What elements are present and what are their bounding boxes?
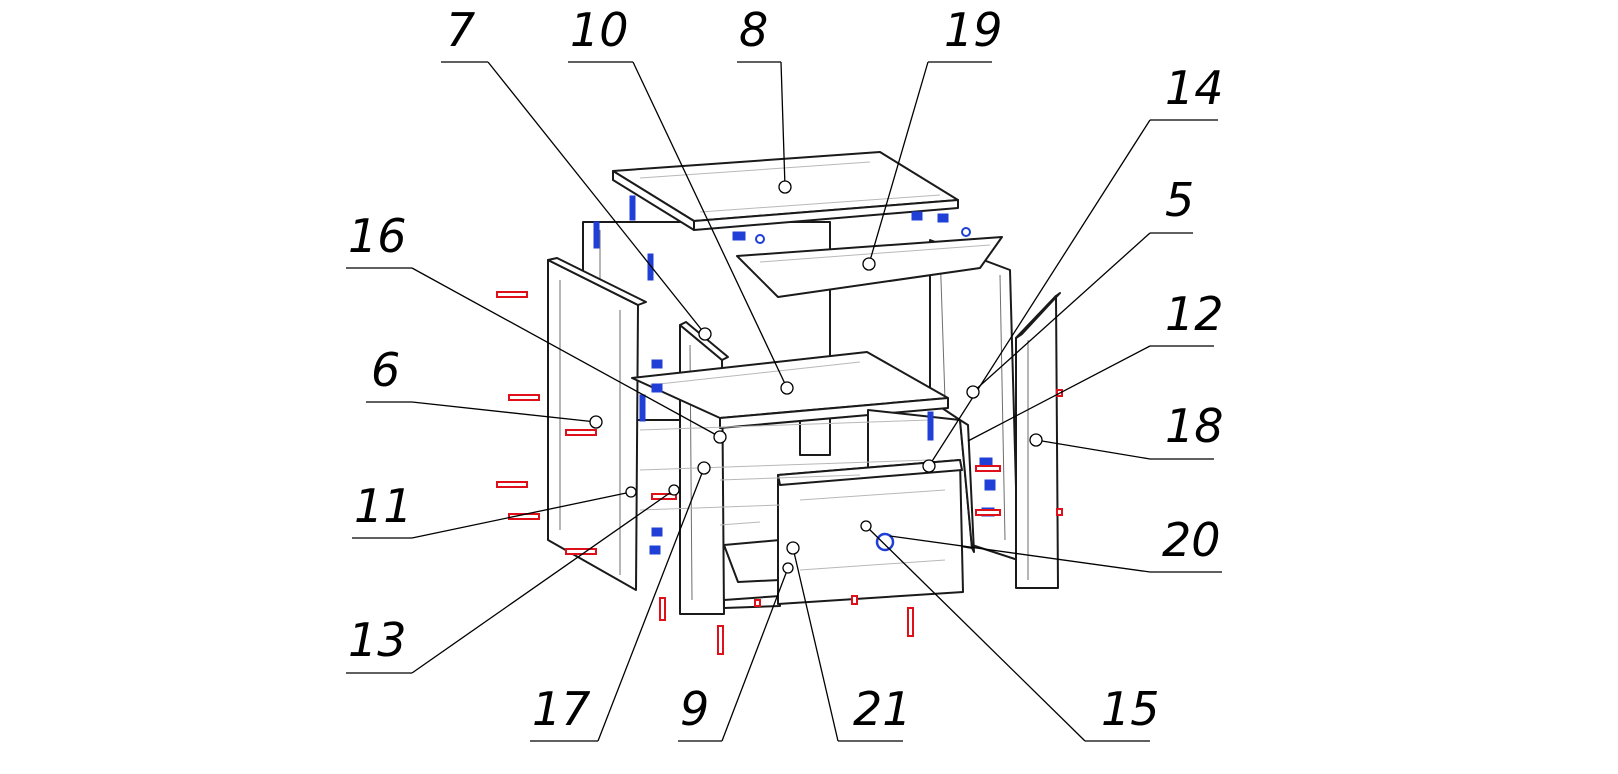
callout-17: 17 [530, 461, 711, 742]
svg-text:6: 6 [371, 343, 400, 397]
callouts: 7 10 8 19 14 [346, 3, 1224, 742]
callout-18: 18 [1029, 399, 1224, 460]
cam-lock-icon [647, 253, 654, 281]
dowel-icon [496, 481, 528, 488]
callout-9: 9 [678, 562, 794, 742]
svg-text:21: 21 [853, 682, 912, 736]
cam-lock-icon [639, 394, 646, 422]
callout-20: 20 [889, 513, 1222, 573]
callout-11: 11 [352, 479, 637, 539]
cam-lock-icon [979, 457, 993, 467]
callout-5: 5 [966, 173, 1194, 399]
svg-text:20: 20 [1162, 513, 1221, 567]
svg-text:15: 15 [1101, 682, 1160, 736]
svg-text:5: 5 [1165, 173, 1194, 227]
cam-lock-icon [732, 231, 746, 241]
cam-lock-icon [755, 234, 765, 244]
dowel-icon [1056, 508, 1063, 516]
svg-text:19: 19 [944, 3, 1003, 57]
dowel-icon [717, 625, 724, 655]
dowel-icon [975, 509, 1001, 516]
dowel-icon [851, 595, 858, 605]
dowel-icon [565, 548, 597, 555]
dowel-icon [907, 607, 914, 637]
callout-19: 19 [862, 3, 1003, 271]
dowel-icon [754, 599, 761, 607]
callout-10: 10 [568, 3, 794, 395]
callout-8: 8 [737, 3, 792, 194]
cam-lock-icon [651, 359, 663, 369]
svg-text:8: 8 [739, 3, 768, 57]
dowel-icon [508, 394, 540, 401]
cam-lock-icon [911, 211, 923, 221]
svg-text:10: 10 [570, 3, 629, 57]
drawer-handle-ring [875, 532, 895, 552]
callout-12: 12 [967, 287, 1224, 442]
cam-lock-icon [651, 527, 663, 537]
callout-16: 16 [346, 209, 727, 444]
svg-text:12: 12 [1165, 287, 1224, 341]
svg-text:16: 16 [348, 209, 407, 263]
cam-lock-icon [629, 195, 636, 221]
dowel-icon [496, 291, 528, 298]
cam-lock-icon [651, 383, 663, 393]
svg-text:13: 13 [348, 613, 407, 667]
cam-lock-icon [927, 411, 934, 441]
svg-text:14: 14 [1165, 61, 1224, 115]
svg-text:9: 9 [680, 682, 709, 736]
dowel-icon [975, 465, 1001, 472]
svg-text:11: 11 [354, 479, 413, 533]
callout-6: 6 [366, 343, 603, 429]
callout-14: 14 [922, 61, 1224, 473]
cam-lock-icon [961, 227, 971, 237]
callout-15: 15 [860, 520, 1160, 742]
svg-text:18: 18 [1165, 399, 1224, 453]
bottom-panel [723, 539, 781, 583]
callout-13: 13 [346, 484, 680, 674]
svg-text:17: 17 [532, 682, 591, 736]
cam-lock-icon [593, 221, 600, 249]
cam-lock-icon [984, 479, 996, 491]
dowel-icon [565, 429, 597, 436]
callout-21: 21 [786, 541, 912, 742]
svg-text:7: 7 [446, 3, 475, 57]
cam-lock-icon [649, 545, 661, 555]
cam-lock-icon [937, 213, 949, 223]
callout-7: 7 [441, 3, 712, 341]
dowel-icon [659, 597, 666, 621]
